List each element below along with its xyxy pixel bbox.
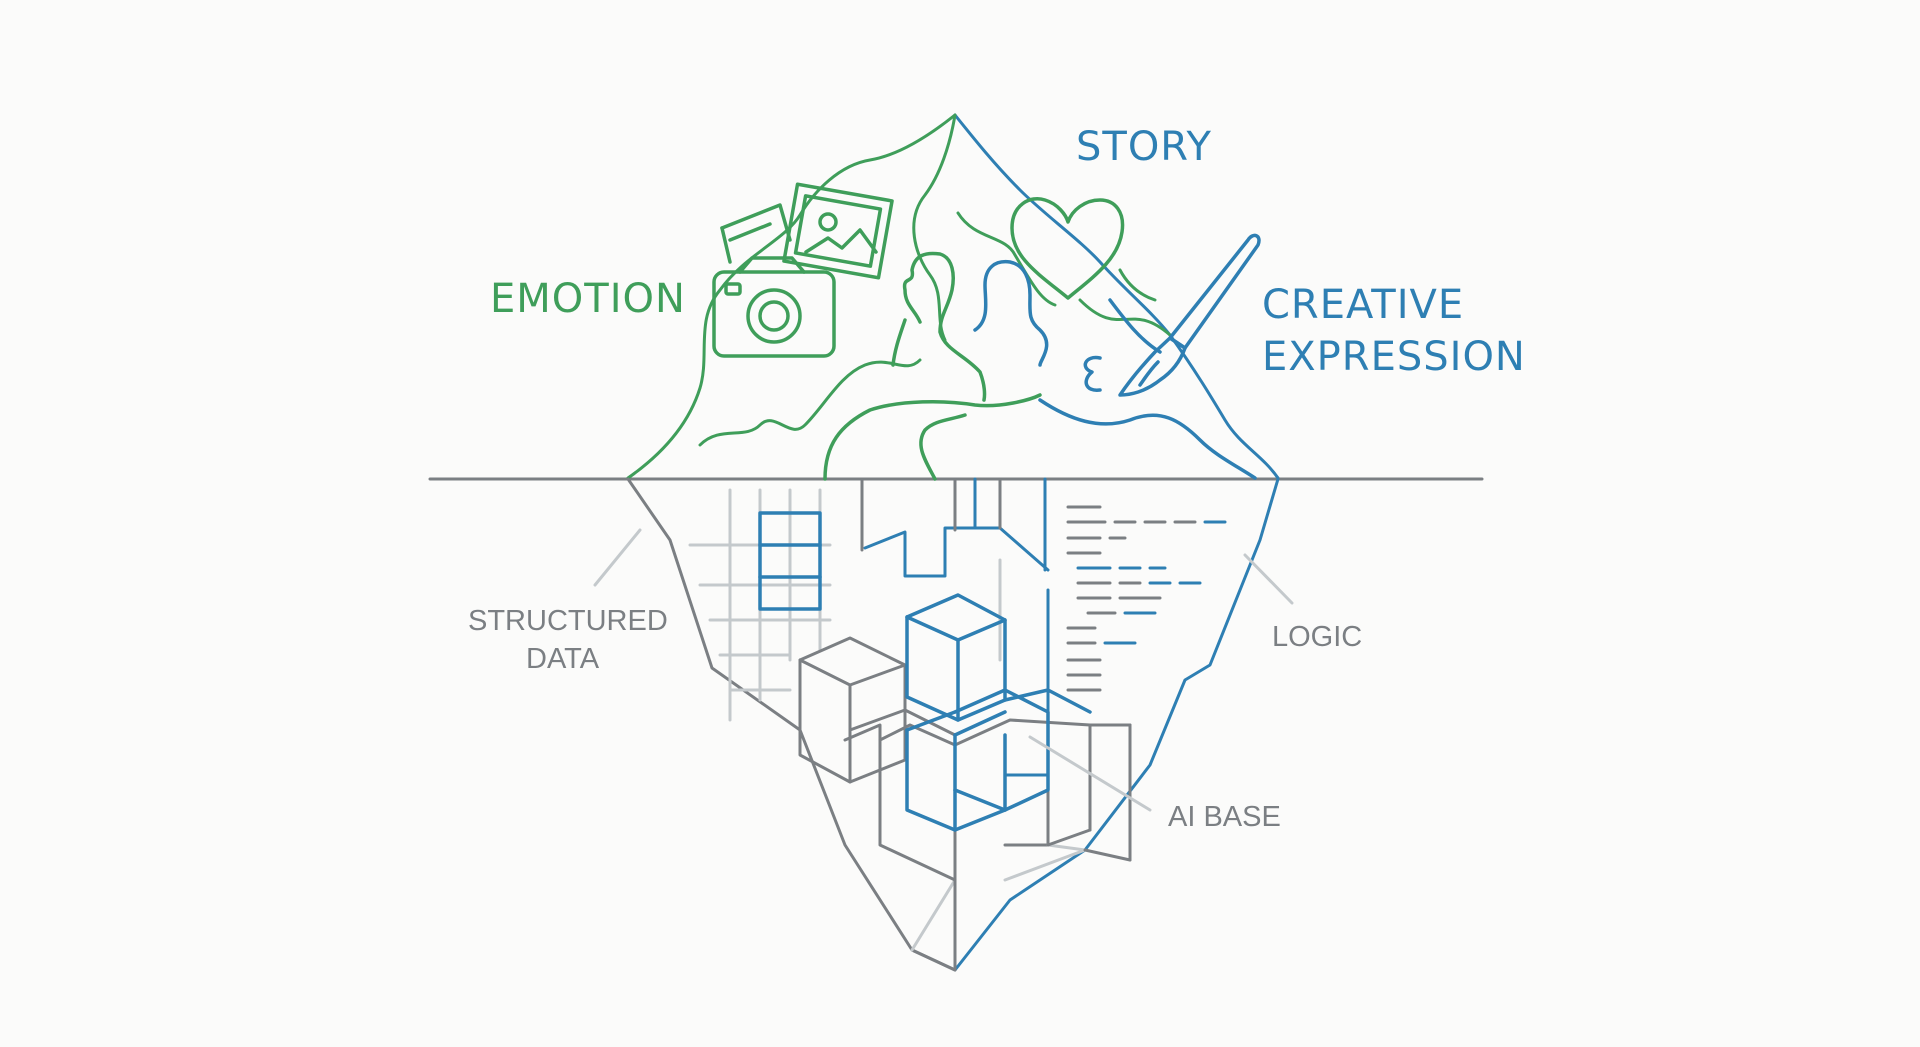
iceberg-bottom-outline: [626, 477, 1280, 972]
label-ai-base: AI BASE: [1168, 801, 1281, 833]
label-creative-line1: CREATIVE: [1262, 282, 1464, 328]
label-emotion: EMOTION: [490, 276, 686, 322]
label-structured-line2: DATA: [526, 643, 600, 675]
label-creative-line2: EXPRESSION: [1262, 334, 1526, 380]
leader-lines: [593, 528, 1294, 812]
paintbrush-icon: [1038, 233, 1261, 480]
blue-cubes: [905, 593, 1092, 832]
label-story: STORY: [1076, 124, 1212, 170]
photo-frame-icon: [720, 182, 894, 280]
gray-cubes: [798, 636, 1132, 882]
code-lines: [1066, 505, 1227, 692]
structure-lines: [860, 477, 1087, 972]
person-icon: [823, 251, 1049, 481]
iceberg-top-outline: [626, 113, 1280, 480]
label-logic: LOGIC: [1272, 621, 1362, 653]
label-structured-line1: STRUCTURED: [468, 605, 668, 637]
camera-icon: [712, 256, 836, 358]
data-table-highlight: [758, 511, 822, 611]
heart-icon: [1010, 197, 1125, 300]
